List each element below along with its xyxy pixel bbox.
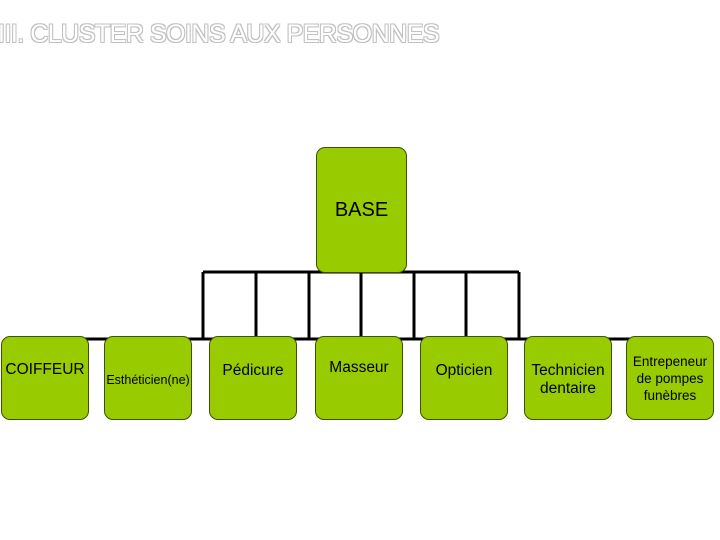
node-label: Entrepeneur de pompes funèbres [632, 354, 708, 403]
node-entrepreneur-pompes-funebres: Entrepeneur de pompes funèbres [626, 336, 714, 420]
node-estheticien: Esthéticien(ne) [104, 336, 192, 420]
base-node: BASE [316, 147, 407, 273]
base-label: BASE [334, 198, 389, 221]
node-coiffeur: COIFFEUR [1, 336, 89, 420]
node-label: COIFFEUR [5, 361, 85, 378]
node-label: Esthéticien(ne) [106, 373, 190, 387]
node-masseur: Masseur [315, 336, 403, 420]
node-label: Pédicure [222, 362, 284, 379]
node-pedicure: Pédicure [209, 336, 297, 420]
node-label: Masseur [329, 359, 389, 376]
slide-title: III. CLUSTER SOINS AUX PERSONNES [0, 20, 440, 48]
node-opticien: Opticien [420, 336, 508, 420]
node-technicien-dentaire: Technicien dentaire [524, 336, 612, 420]
node-label: Opticien [435, 362, 493, 379]
node-label: Technicien dentaire [531, 362, 605, 397]
